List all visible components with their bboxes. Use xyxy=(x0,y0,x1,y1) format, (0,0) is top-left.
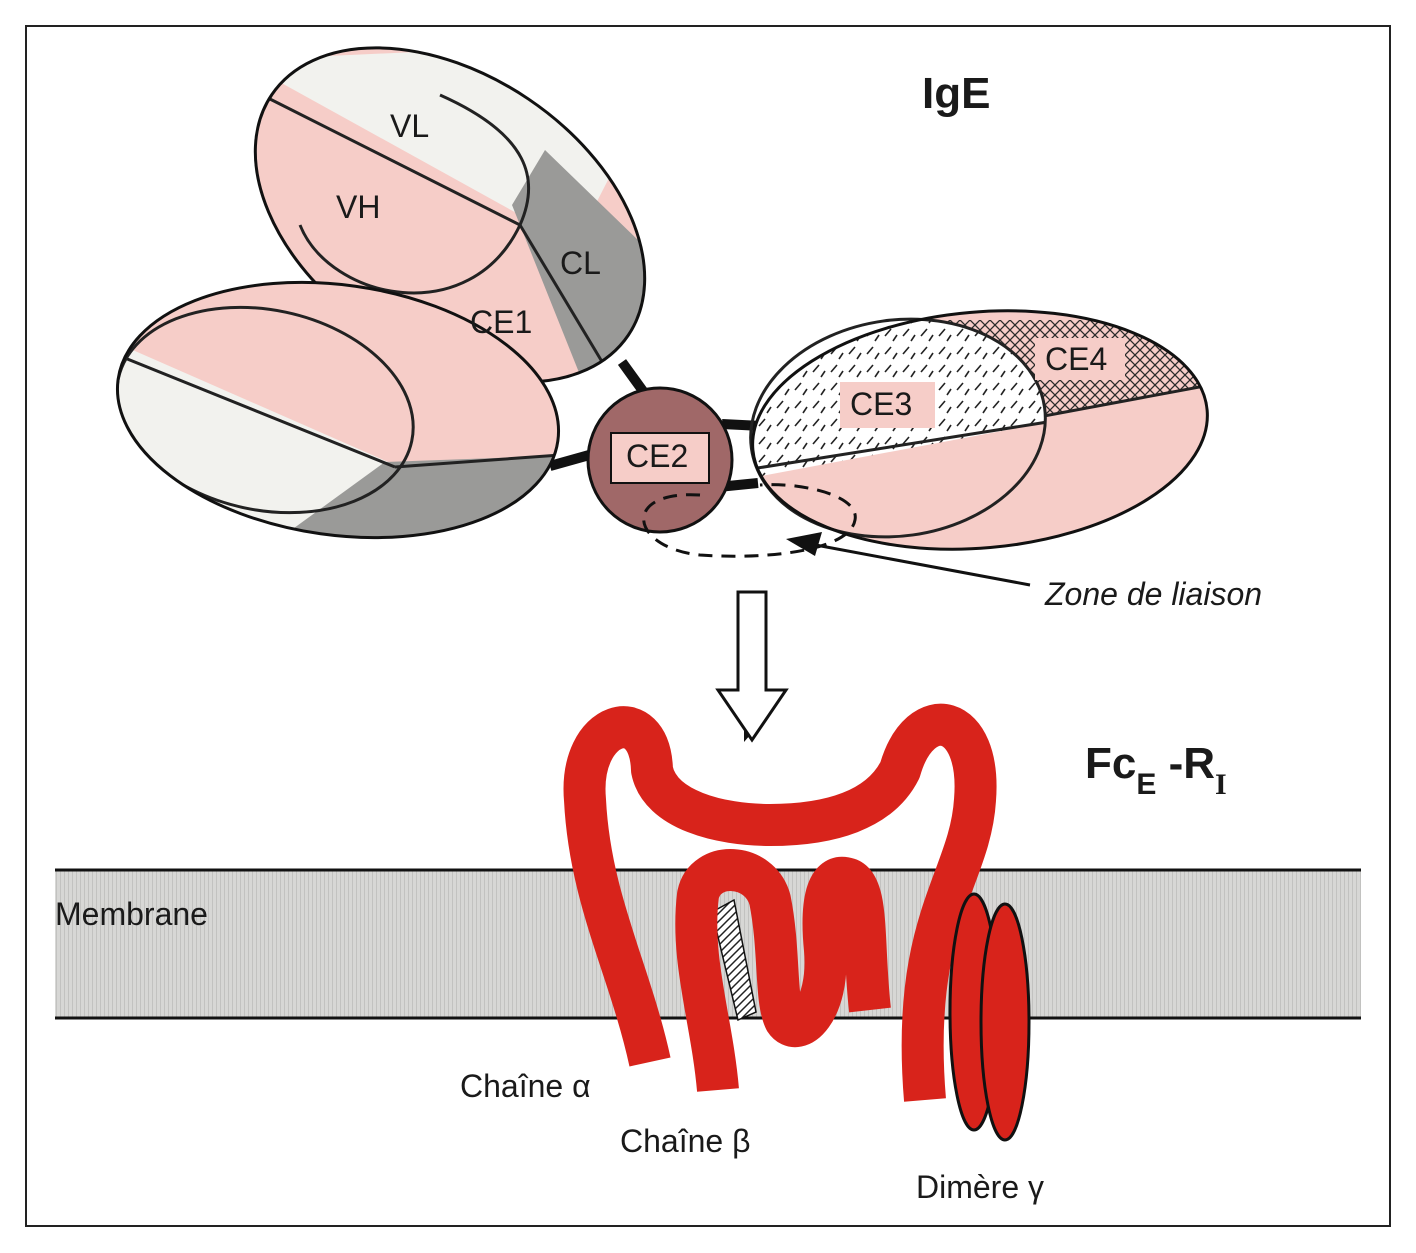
ce3-label: CE3 xyxy=(850,386,912,422)
ce4-label: CE4 xyxy=(1045,341,1107,377)
ce2-domain xyxy=(586,386,734,534)
alpha-chain-label: Chaîne α xyxy=(460,1068,591,1104)
gamma-dimer-label: Dimère γ xyxy=(916,1169,1044,1205)
binding-zone-arrow xyxy=(786,532,1031,587)
gamma-dimer xyxy=(948,892,1031,1142)
alpha-chain xyxy=(563,703,997,1102)
beta-chain-hatched-segment xyxy=(711,898,757,1022)
receptor-title-mid: -R xyxy=(1156,739,1215,788)
ce4-label-box xyxy=(1035,338,1125,380)
receptor-title-main: Fc xyxy=(1085,739,1136,788)
receptor-chains xyxy=(563,703,997,1102)
receptor-title-sub-i: I xyxy=(1215,768,1227,801)
binding-zone-label: Zone de liaison xyxy=(1044,576,1262,612)
vh-label: VH xyxy=(336,189,380,225)
receptor-title: FcE -RI xyxy=(1085,739,1227,801)
fc-arm xyxy=(742,300,1218,560)
cl-label: CL xyxy=(560,245,601,281)
receptor-title-sub-e: E xyxy=(1136,768,1156,801)
ige-title: IgE xyxy=(922,69,990,118)
beta-chain xyxy=(675,849,891,1092)
figure-frame xyxy=(25,25,1391,1227)
ce2-label: CE2 xyxy=(626,438,688,474)
vl-label: VL xyxy=(390,108,429,144)
ce2-label-box xyxy=(610,432,710,484)
beta-chain-label: Chaîne β xyxy=(620,1123,750,1159)
binding-direction-arrow xyxy=(715,590,789,743)
membrane-label: Membrane xyxy=(55,896,208,932)
ce3-label-box xyxy=(840,382,935,428)
ce1-label: CE1 xyxy=(470,304,532,340)
